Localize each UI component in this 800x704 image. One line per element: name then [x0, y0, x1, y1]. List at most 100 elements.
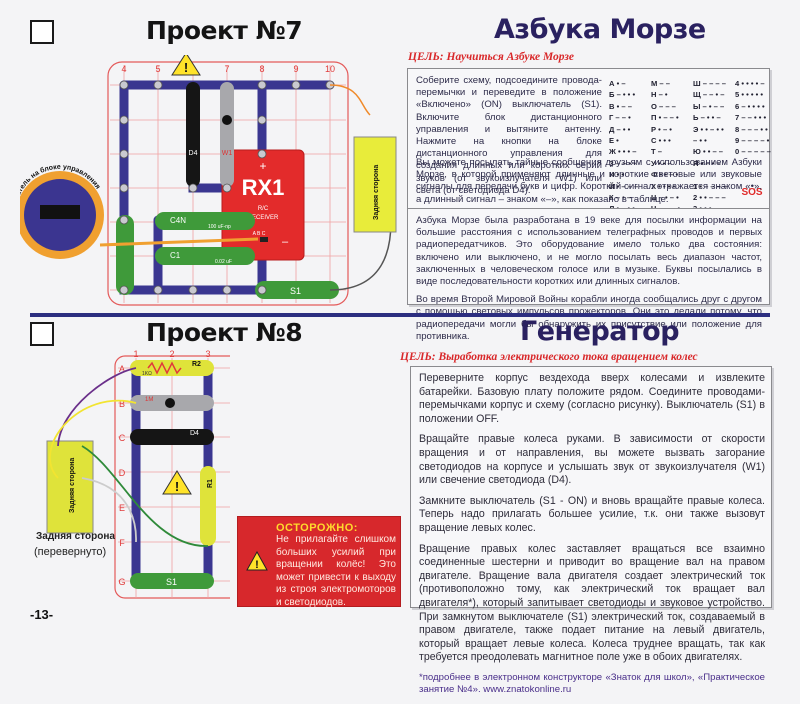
back-side-caption: Задняя сторона — [36, 531, 115, 542]
warning-triangle-icon — [171, 55, 201, 76]
project8-checkbox[interactable] — [30, 322, 54, 346]
column-label: 2 — [169, 349, 174, 359]
resistor-r1 — [200, 466, 216, 546]
project8-title: Проект №8 — [146, 318, 303, 347]
warning-title: ОСТОРОЖНО: — [276, 522, 358, 534]
row-label: D — [119, 468, 126, 478]
r1-label: R1 — [207, 479, 214, 488]
d4-label: D4 — [190, 430, 199, 437]
c4n-label: C4N — [170, 216, 186, 225]
history-paragraph: Во время Второй Мировой Войны корабли ин… — [416, 294, 762, 342]
capacitor-c4n-horizontal — [155, 212, 255, 230]
back-side-panel — [46, 440, 94, 534]
exclamation-mark: ! — [175, 479, 179, 494]
warning-content: ОСТОРОЖНО: Не прилагайте слишком больших… — [276, 522, 396, 609]
project8-instructions: Переверните корпус вездехода вверх колес… — [419, 372, 765, 704]
column-label: 5 — [155, 64, 160, 74]
project7-instructions-box: Соберите схему, подсоедините провода-пер… — [407, 68, 771, 244]
back-side-subcaption: (перевернуто) — [34, 546, 107, 558]
row-label: B — [119, 399, 125, 409]
c1-label: C1 — [170, 251, 181, 260]
column-label: 9 — [293, 64, 298, 74]
page-number: -13- — [30, 607, 54, 622]
svg-text:!: ! — [255, 559, 259, 571]
project8-goal: ЦЕЛЬ: Выработка электрического тока вращ… — [400, 351, 698, 363]
buzzer-w1 — [220, 82, 234, 187]
switch-s1[interactable] — [255, 281, 339, 299]
warning-text: Не прилагайте слишком больших усилий при… — [276, 534, 396, 608]
rx1-label: RX1 — [242, 175, 285, 200]
column-label: 4 — [121, 64, 126, 74]
motor-shaft — [165, 398, 175, 408]
plus-sign: + — [259, 159, 266, 173]
warning-box: ! ОСТОРОЖНО: Не прилагайте слишком больш… — [237, 516, 401, 609]
row-label: C — [119, 433, 126, 443]
snap-nodes — [119, 80, 335, 295]
buzzer-hole — [222, 115, 232, 125]
callout-arrow — [99, 237, 259, 247]
project7-circuit-diagram: 4 5 6 7 8 9 10 + RX1 R/C RECEIVER A B C … — [20, 55, 397, 306]
baseboard-outline — [107, 61, 349, 306]
instruction-paragraph: Вращайте правые колеса руками. В зависим… — [419, 433, 765, 487]
s1-label: S1 — [166, 577, 177, 587]
project7-checkbox[interactable] — [30, 20, 54, 44]
row-label: A — [119, 364, 125, 374]
row-label: F — [119, 538, 125, 548]
capacitor-c1 — [155, 247, 255, 265]
switch-s1[interactable] — [130, 573, 214, 589]
row-label: E — [119, 503, 125, 513]
back-side-label: Задняя сторона — [69, 458, 76, 513]
orange-jumper-wire — [329, 84, 371, 116]
morse-column: Ш – – – –Щ – – • –Ы – • – –Ь – • • –Э • … — [693, 79, 728, 213]
project7-history-box: Азбука Морзе была разработана в 19 веке … — [407, 208, 770, 342]
capacitor-c4n-vertical — [116, 215, 134, 295]
receiver-sub1: R/C — [258, 206, 269, 212]
resistor-symbol — [147, 361, 182, 375]
project7-morse-explanation: Вы можете посылать тайные сообщения друз… — [416, 157, 762, 205]
switch-positions: A B C — [253, 231, 266, 237]
white-jumper-wire — [81, 477, 137, 543]
footnote: *подробнее в электронном конструкторе «З… — [419, 671, 765, 696]
warning-triangle-icon — [162, 470, 192, 495]
minus-sign: – — [282, 236, 289, 248]
instruction-paragraph: Вращение правых колес заставляет вращать… — [419, 542, 765, 664]
history-paragraph: Азбука Морзе была разработана в 19 веке … — [416, 215, 762, 288]
green-jumper-wire — [81, 445, 209, 547]
back-side-panel — [353, 136, 397, 233]
d4-label: D4 — [189, 150, 198, 157]
sos-label: SOS — [741, 186, 763, 198]
led-d4 — [130, 429, 214, 445]
row-label: G — [118, 577, 125, 587]
project8-instructions-box: Переверните корпус вездехода вверх колес… — [410, 366, 772, 695]
m1-label: 1M — [145, 397, 153, 403]
receiver-switch[interactable] — [260, 237, 268, 242]
history-text: Азбука Морзе была разработана в 19 веке … — [416, 215, 762, 349]
project7-goal: ЦЕЛЬ: Научиться Азбуке Морзе — [408, 51, 574, 63]
project7-instructions: Соберите схему, подсоедините провода-пер… — [416, 75, 602, 196]
column-label: 10 — [325, 64, 335, 74]
section-divider — [30, 313, 770, 317]
morse-column: М – –Н – •О – – –П • – – •Р • – •С • • •… — [651, 79, 680, 213]
c1-value: 0.02 uF — [215, 259, 232, 265]
receiver-sub2: RECEIVER — [248, 215, 279, 221]
project7-title: Проект №7 — [146, 16, 303, 45]
exclamation-mark: ! — [184, 60, 188, 75]
project8-circuit-diagram: 1 2 3 A B C D E F G R2 1KΩ 1M D4 R1 S1 !… — [46, 349, 230, 599]
column-label: 1 — [133, 349, 138, 359]
instruction-paragraph: Переверните корпус вездехода вверх колес… — [419, 372, 765, 425]
purple-jumper-wire — [57, 367, 137, 447]
column-label: 7 — [224, 64, 229, 74]
switch-closeup-slot — [40, 205, 80, 219]
yellow-jumper-wire — [49, 399, 137, 479]
back-side-label: Задняя сторона — [373, 165, 380, 220]
instruction-paragraph: Замкните выключатель (S1 - ON) и вновь в… — [419, 494, 765, 534]
c4n-value: 100 uF-np — [208, 224, 231, 230]
warning-triangle-icon: ! — [246, 551, 268, 571]
w1-label: W1 — [222, 150, 233, 157]
r2-label: R2 — [192, 361, 201, 368]
column-label: 3 — [205, 349, 210, 359]
s1-label: S1 — [290, 286, 301, 296]
project7-subject-title: Азбука Морзе — [494, 14, 706, 45]
r2-value: 1KΩ — [142, 371, 152, 377]
column-label: 8 — [259, 64, 264, 74]
